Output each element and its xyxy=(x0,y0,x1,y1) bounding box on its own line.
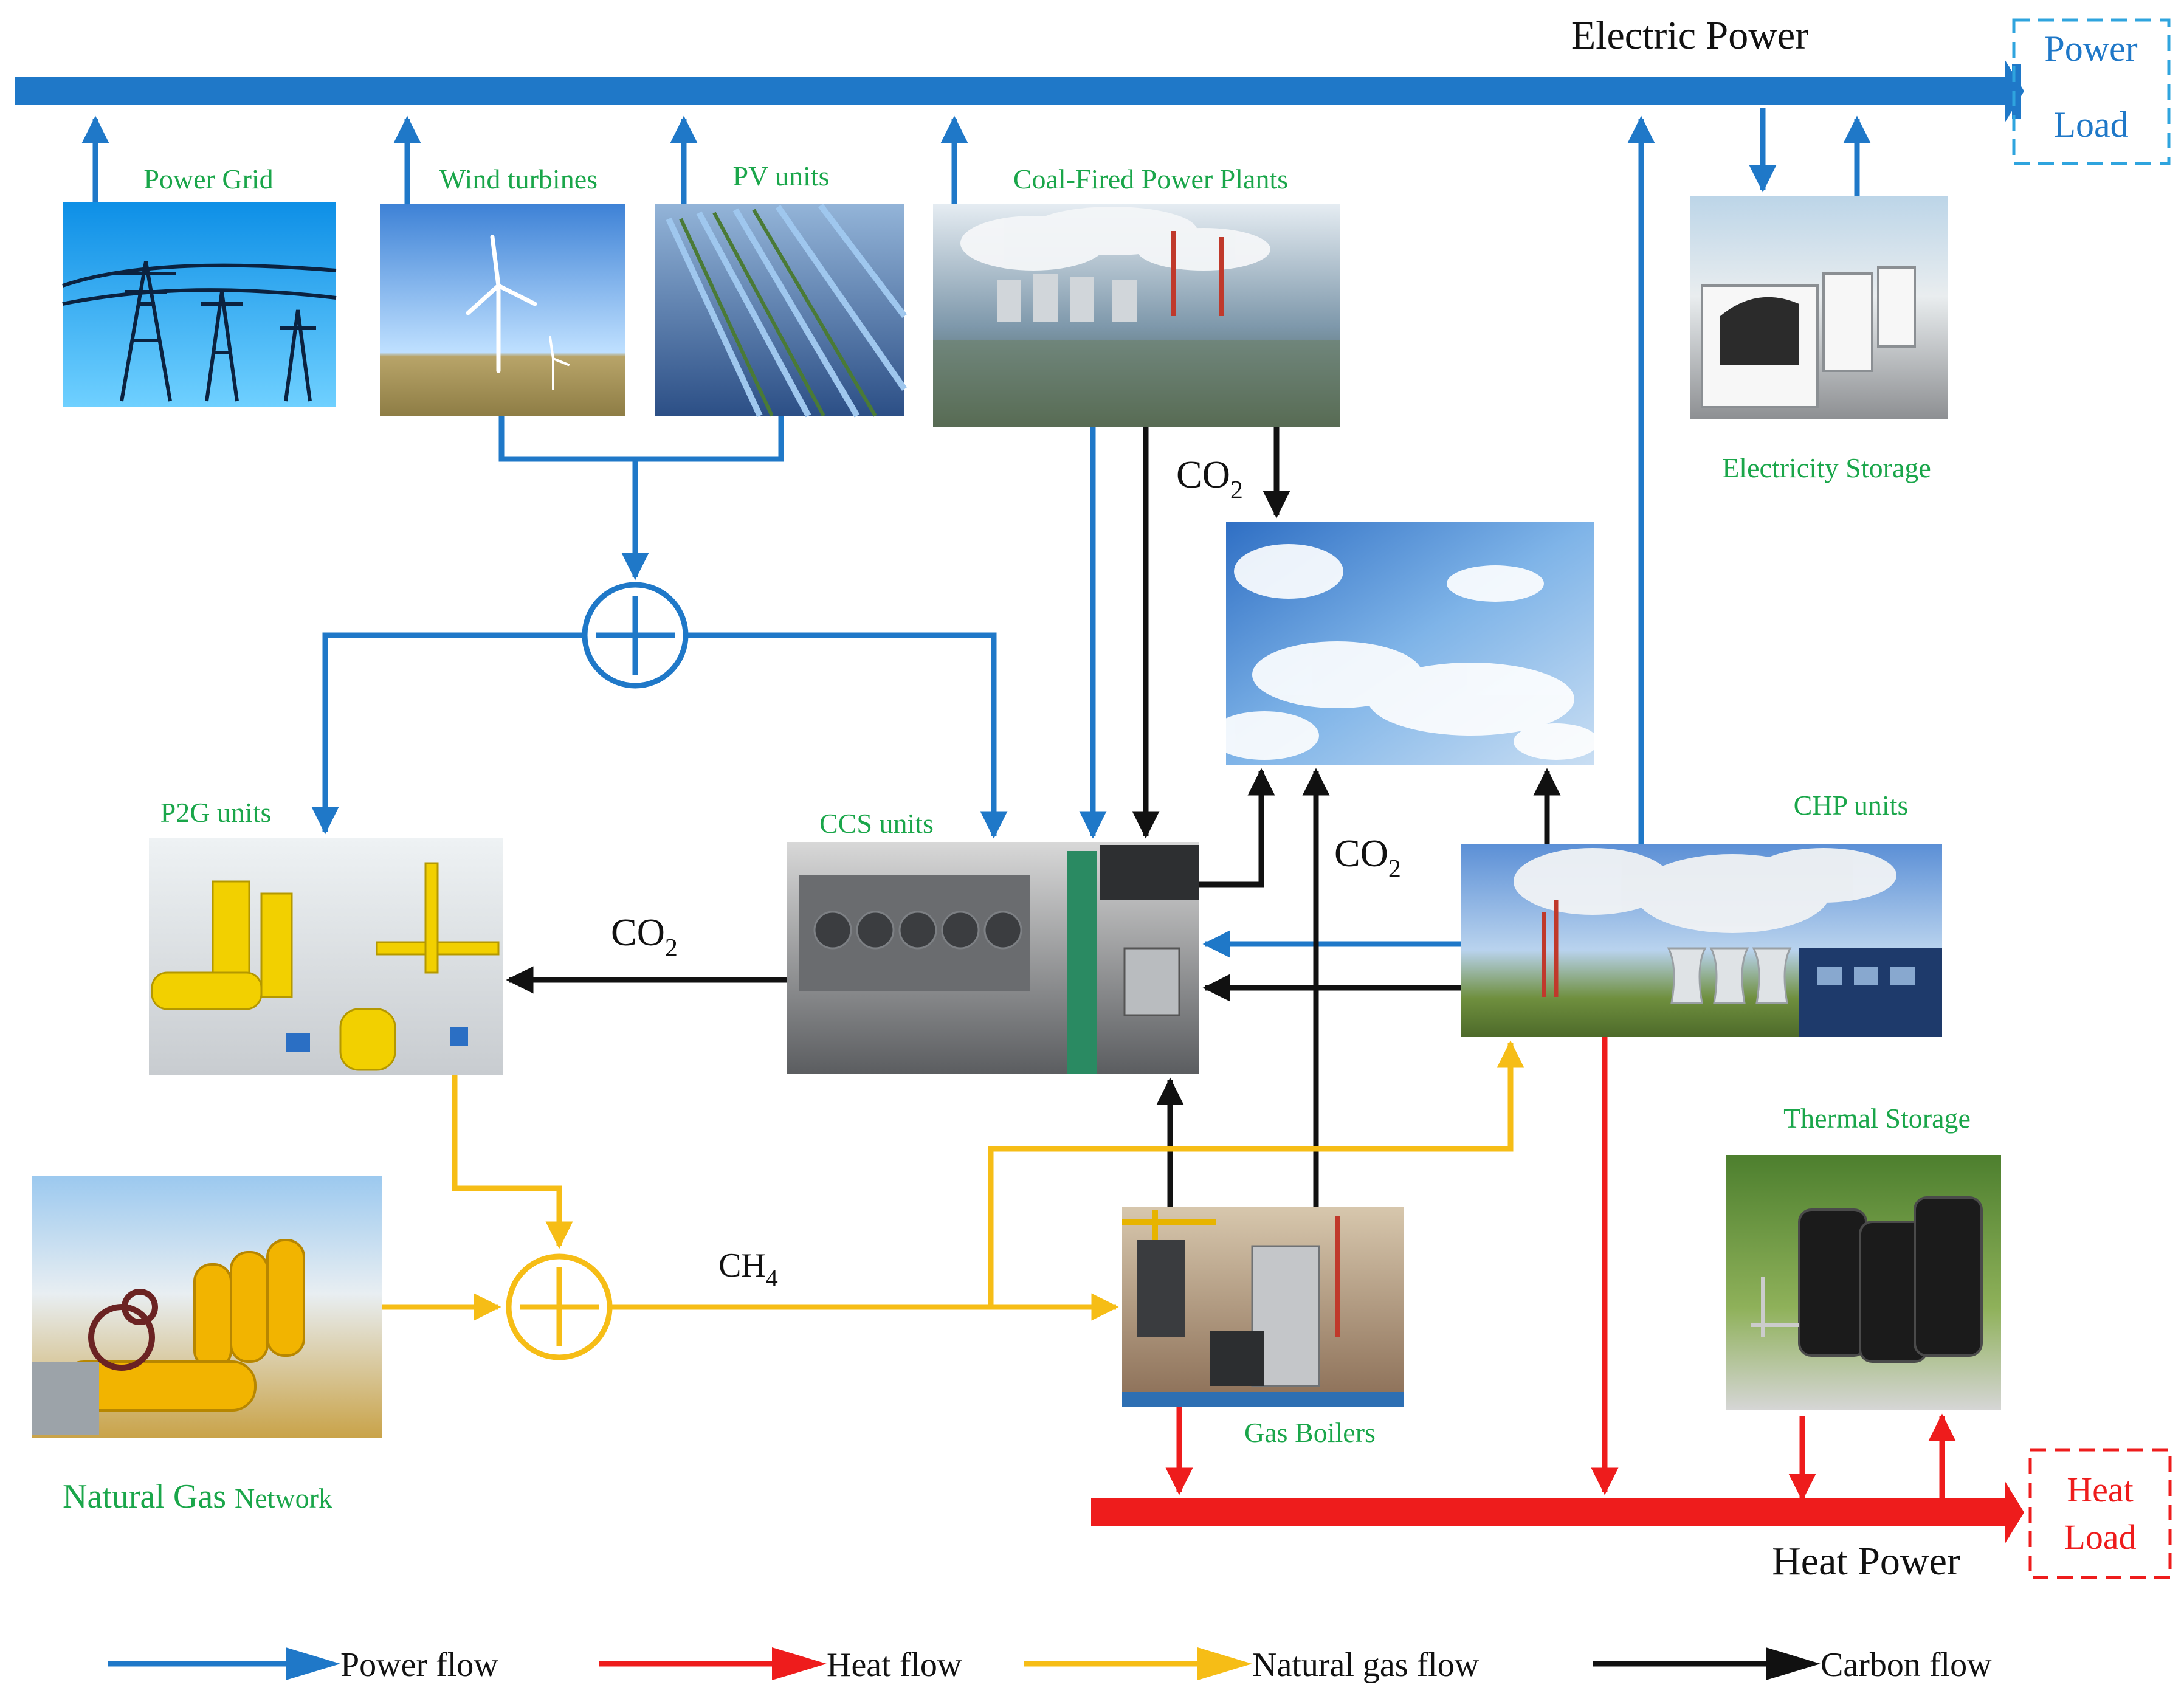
flow-wind-pv-merge xyxy=(498,416,784,462)
label-co2-coal: CO2 xyxy=(1176,453,1243,505)
power-load-box xyxy=(2012,18,2171,165)
atmosphere-clouds-image xyxy=(1210,522,1599,765)
legend-carbon-arrow xyxy=(1766,1647,1821,1680)
gas-sum-node xyxy=(506,1253,613,1360)
label-electricity-storage: Electricity Storage xyxy=(1722,452,1931,483)
heat-load-line1: Heat xyxy=(2067,1470,2134,1509)
electricity-storage-image xyxy=(1690,196,1948,419)
wind-turbines-image xyxy=(380,204,625,416)
p2g-units-image xyxy=(149,838,503,1075)
electric-power-label: Electric Power xyxy=(1571,13,1808,58)
label-wind-turbines: Wind turbines xyxy=(439,164,598,195)
legend-gas-arrow xyxy=(1197,1647,1252,1680)
power-load-line1: Power xyxy=(2044,29,2137,69)
label-pv-units: PV units xyxy=(733,160,830,191)
coal-plants-image xyxy=(933,204,1340,427)
pv-units-image xyxy=(655,203,908,418)
legend: Power flow Heat flow Natural gas flow Ca… xyxy=(108,1646,1992,1684)
legend-power-arrow xyxy=(286,1647,340,1680)
flow-p2g-gas-to-sum xyxy=(452,1075,573,1249)
power-sum-node xyxy=(582,582,689,689)
heat-power-label: Heat Power xyxy=(1772,1539,1960,1584)
label-ccs-units: CCS units xyxy=(819,808,934,839)
legend-power-label: Power flow xyxy=(340,1646,498,1684)
label-chp-units: CHP units xyxy=(1794,790,1909,821)
flow-gas-to-chp xyxy=(988,1040,1524,1307)
heat-load-box xyxy=(2028,1448,2172,1579)
label-ch4: CH4 xyxy=(718,1247,778,1292)
gas-boilers-image xyxy=(1122,1207,1404,1407)
flow-sum-to-p2g xyxy=(311,632,584,835)
natural-gas-network-image xyxy=(32,1176,382,1438)
label-co2-boiler: CO2 xyxy=(1334,832,1401,883)
heat-load-line2: Load xyxy=(2064,1517,2136,1557)
power-grid-image xyxy=(62,202,337,407)
legend-heat-arrow xyxy=(772,1647,827,1680)
ccs-units-image xyxy=(787,842,1199,1074)
flow-sum-to-ccs xyxy=(687,632,1008,839)
power-load-line2: Load xyxy=(2053,105,2128,145)
legend-gas-label: Natural gas flow xyxy=(1252,1646,1480,1684)
label-thermal-storage: Thermal Storage xyxy=(1783,1103,1971,1134)
thermal-storage-image xyxy=(1726,1155,2001,1410)
label-p2g-units: P2G units xyxy=(160,797,272,828)
flow-ccs-to-atmosphere xyxy=(1199,768,1275,888)
label-coal-plants: Coal-Fired Power Plants xyxy=(1013,164,1288,195)
label-gas-boilers: Gas Boilers xyxy=(1244,1417,1376,1448)
chp-units-image xyxy=(1461,844,1942,1037)
label-co2-ccs: CO2 xyxy=(611,911,678,962)
label-power-grid: Power Grid xyxy=(143,164,273,195)
legend-heat-label: Heat flow xyxy=(827,1646,962,1684)
label-natural-gas-network: Natural Gas Network xyxy=(63,1478,332,1515)
heat-bus-arrowhead xyxy=(2005,1481,2024,1544)
legend-carbon-label: Carbon flow xyxy=(1821,1646,1992,1684)
